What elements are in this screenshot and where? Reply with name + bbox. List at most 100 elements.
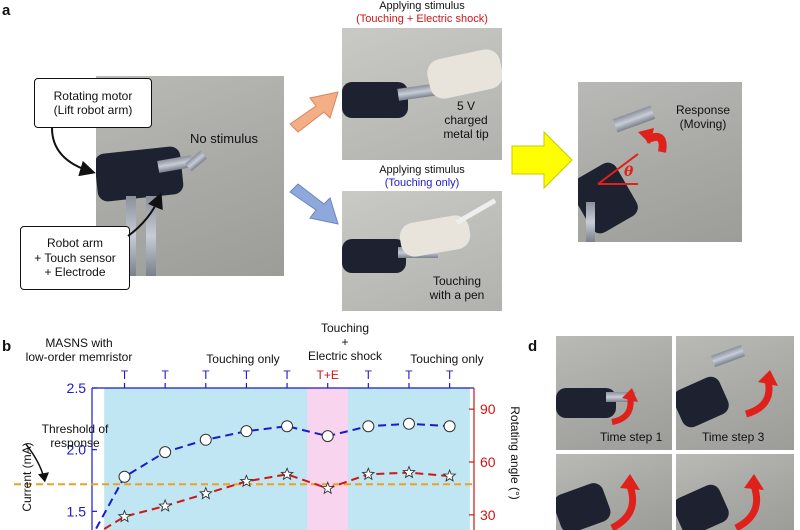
chart-axes — [91, 383, 475, 530]
metal-tip-caption: 5 V charged metal tip — [430, 99, 502, 141]
threshold-pointer-head — [38, 472, 49, 483]
y-axis-right-label: Rotating angle (°) — [508, 406, 522, 500]
red-curved-arrow-icon — [734, 474, 764, 530]
motor-callout-line2: (Lift robot arm) — [53, 103, 133, 117]
pen — [455, 198, 497, 225]
threshold-label-line: Threshold of — [41, 422, 109, 436]
data-point-circle — [443, 420, 456, 433]
arm-callout-line1: Robot arm — [46, 236, 104, 251]
theta-label: θ — [624, 164, 634, 180]
gloved-hand — [424, 46, 502, 102]
arm-callout-line3: + Electrode — [44, 265, 106, 280]
threshold-label: Threshold of response — [20, 422, 130, 451]
photo-response: Response (Moving) θ — [578, 82, 742, 242]
data-point-star — [117, 509, 132, 523]
stim-top-title: Applying stimulus — [379, 0, 465, 12]
photo-time-step-lower-right — [676, 454, 794, 530]
panel-letter-a: a — [2, 2, 11, 19]
robot-arm-glove — [342, 82, 408, 118]
data-point-circle — [281, 420, 294, 433]
top-tick-label: T — [161, 368, 169, 382]
data-point-circle — [240, 425, 253, 438]
stim-bottom-subtitle: (Touching only) — [384, 177, 460, 189]
left-tick-label: 2.5 — [67, 380, 87, 396]
robot-stand — [126, 196, 136, 276]
arm-pointer-arrow — [127, 192, 163, 237]
data-point-star — [320, 481, 335, 495]
blue-arrow-icon — [289, 183, 339, 225]
photo-time-step-1: Time step 1 — [556, 336, 672, 450]
data-point-star — [361, 467, 376, 481]
red-curved-arrow-icon — [744, 370, 778, 418]
data-point-star — [402, 465, 416, 479]
photo-touch-only: Touching with a pen — [342, 191, 502, 311]
right-tick-label: 60 — [480, 454, 496, 470]
series-line — [95, 422, 450, 530]
angle-ray — [597, 153, 639, 185]
header-masns: MASNS with low-order memristor — [14, 336, 144, 365]
motor-callout: Rotating motor (Lift robot arm) — [34, 78, 152, 128]
series-line — [103, 471, 450, 530]
stim-top-header: Applying stimulus (Touching + Electric s… — [342, 0, 502, 28]
data-point-star — [158, 498, 173, 512]
data-point-circle — [402, 417, 415, 430]
robot-stand — [146, 196, 156, 276]
photo-touch-electric: 5 V charged metal tip — [342, 28, 502, 160]
data-point-circle — [159, 446, 172, 459]
top-tick-label: T — [202, 368, 210, 382]
shaded-region — [348, 388, 470, 530]
data-point-circle — [199, 433, 212, 446]
robot-arm-glove — [676, 373, 732, 431]
response-overlay — [597, 128, 667, 185]
shaded-regions — [104, 388, 470, 530]
top-tick-label: T — [243, 368, 251, 382]
robot-arm-glove — [676, 481, 732, 530]
no-stimulus-label: No stimulus — [190, 131, 258, 146]
photo-time-step-lower-left — [556, 454, 672, 530]
data-point-circle — [362, 420, 375, 433]
caption-line: (Moving) — [679, 116, 727, 131]
header-line: MASNS with — [45, 336, 113, 350]
top-tick-label: T — [121, 368, 129, 382]
header-line: low-order memristor — [25, 350, 133, 365]
caption-line: charged — [444, 112, 488, 127]
shaded-region — [104, 388, 308, 530]
right-tick-label: 30 — [480, 507, 496, 523]
orange-arrow-icon — [289, 91, 339, 133]
response-caption: Response (Moving) — [668, 103, 738, 132]
stim-bottom-title: Applying stimulus — [379, 164, 465, 176]
time-step-1-label: Time step 1 — [600, 430, 663, 444]
top-tick-label: T — [283, 368, 291, 382]
panel-letter-b: b — [2, 338, 12, 355]
touching-pen-caption: Touching with a pen — [412, 274, 502, 303]
move-arrow-head-icon — [638, 128, 654, 144]
threshold-label-line: response — [50, 436, 100, 451]
data-point-star — [442, 468, 457, 482]
robot-hand-part — [606, 392, 636, 402]
chart-series — [95, 417, 457, 530]
robot-stand — [586, 202, 595, 242]
callout-pointers — [51, 127, 163, 237]
arm-callout-line2: + Touch sensor — [34, 250, 116, 265]
data-point-circle — [118, 470, 131, 483]
red-curved-arrow-icon — [610, 474, 640, 530]
red-curved-arrow-icon — [611, 388, 638, 425]
data-point-star — [198, 486, 213, 500]
data-point-star — [239, 474, 254, 488]
caption-line: Touching — [432, 274, 482, 288]
panel-letter-d: d — [528, 338, 538, 355]
header-touching-only-2: Touching only — [410, 352, 484, 366]
top-tick-label: T — [405, 368, 413, 382]
data-point-circle — [321, 430, 334, 443]
caption-line: Response — [675, 103, 731, 117]
left-tick-label: 2.0 — [67, 442, 87, 458]
robot-hand-part — [710, 344, 746, 368]
header-line: Electric shock — [307, 348, 383, 363]
stim-top-subtitle: (Touching + Electric shock) — [356, 13, 488, 25]
top-tick-label: T — [446, 368, 454, 382]
photo-time-step-3: Time step 3 — [676, 336, 794, 450]
header-touching-only-1: Touching only — [206, 352, 280, 366]
header-line: + — [341, 334, 349, 349]
